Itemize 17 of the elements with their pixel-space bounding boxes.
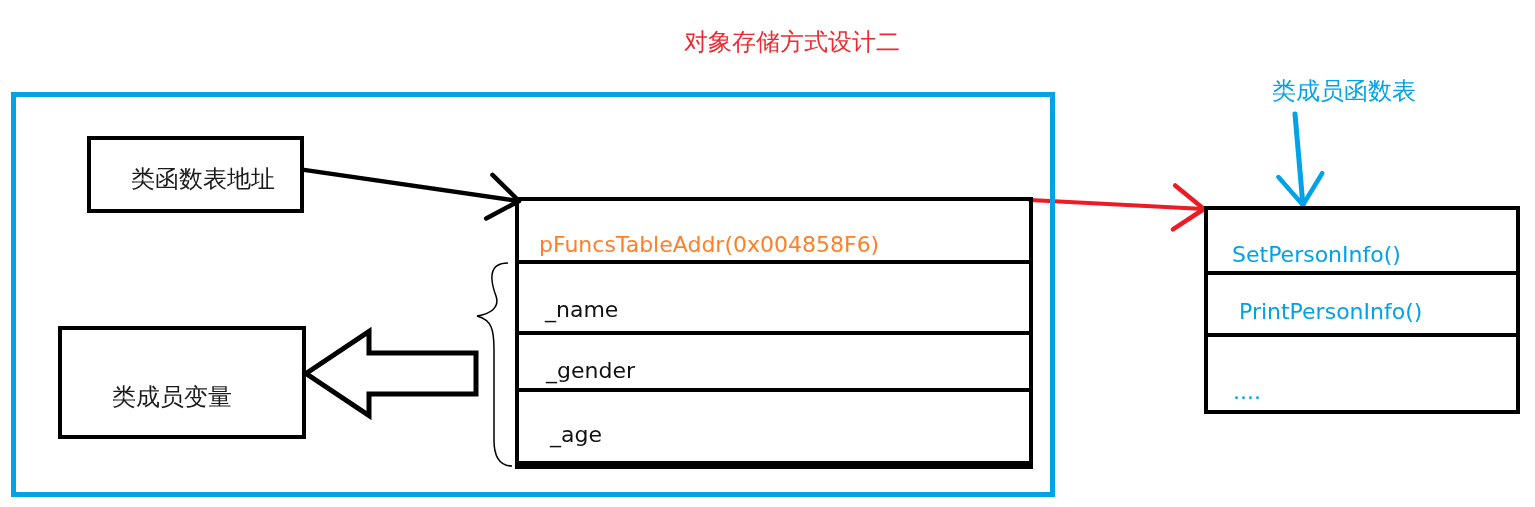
table-row: _name	[519, 260, 1029, 331]
table-row: _age	[519, 388, 1029, 461]
table-row: SetPersonInfo()	[1208, 210, 1516, 271]
text-box: 类成员变量	[58, 326, 306, 439]
table-row: ....	[1208, 333, 1516, 410]
memory-table	[515, 197, 1033, 469]
heading-text: 类成员函数表	[1272, 76, 1416, 106]
arrow	[1276, 111, 1325, 208]
arrow	[301, 167, 522, 221]
diagram-title: 对象存储方式设计二	[684, 27, 900, 57]
curly-brace	[476, 262, 513, 468]
text-box: 类函数表地址	[87, 136, 304, 213]
table-row: pFuncsTableAddr(0x004858F6)	[519, 201, 1029, 260]
frame-box	[11, 92, 1055, 497]
function-table	[1204, 206, 1520, 414]
table-row: _gender	[519, 331, 1029, 388]
table-row: PrintPersonInfo()	[1208, 271, 1516, 333]
